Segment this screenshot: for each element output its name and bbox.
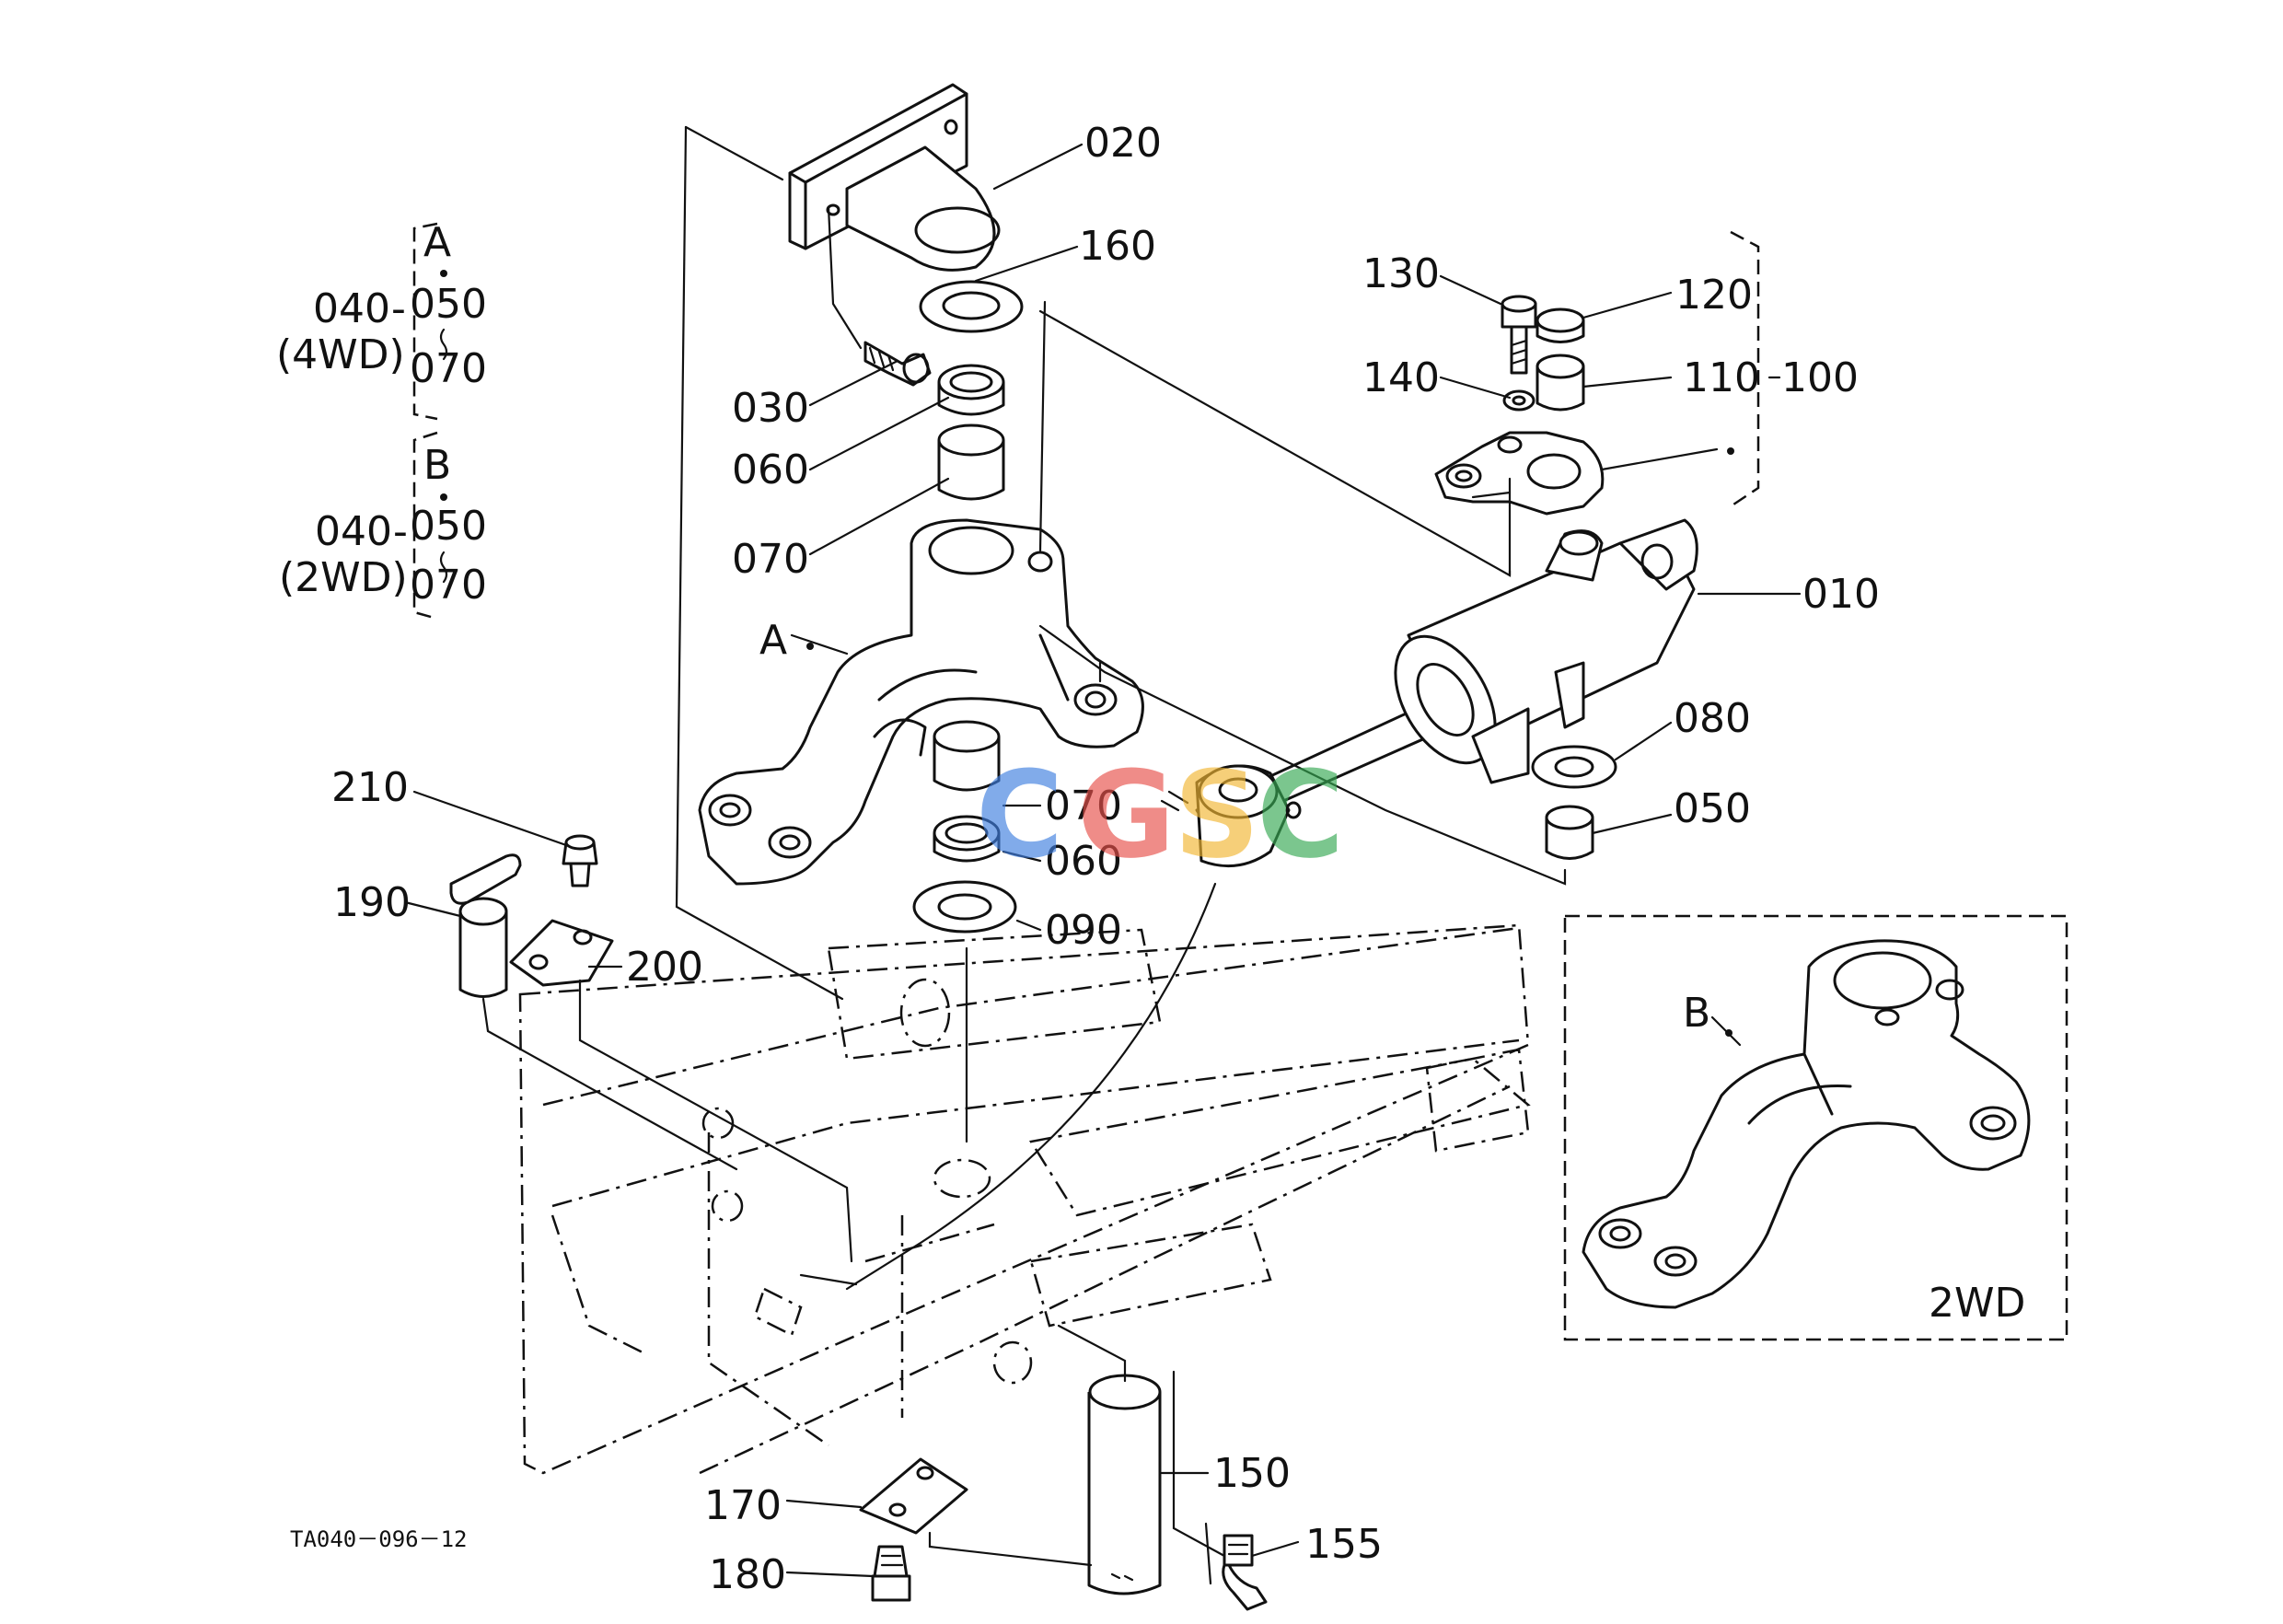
label-010: 010	[1802, 571, 1880, 618]
part-190-pin	[449, 853, 522, 998]
part-090-thrust-washer	[912, 880, 1017, 934]
watermark-letter-1: C	[976, 745, 1063, 885]
label-030: 030	[732, 385, 809, 432]
label-050: 050	[1674, 785, 1751, 832]
legend-a-letter: A	[423, 219, 451, 266]
leader-lines	[403, 143, 1802, 1578]
label-160: 160	[1079, 223, 1156, 270]
legend-b-bottom: 070	[410, 562, 487, 609]
bracket-100-group	[1730, 230, 1760, 508]
label-120: 120	[1675, 272, 1753, 319]
part-050-bushing	[1545, 805, 1594, 860]
legend-a-variant: (4WD)	[276, 331, 405, 378]
label-070: 070	[732, 536, 809, 583]
part-060-seal-top	[937, 364, 1005, 416]
label-200: 200	[626, 944, 703, 991]
legend-b-code: 040	[315, 508, 392, 555]
part-labels: 020 160 030 060 070 130 120 140 110 100 …	[331, 120, 2025, 1598]
label-210: 210	[331, 764, 409, 811]
part-100-cylinder-bracket	[1434, 431, 1605, 516]
label-170: 170	[704, 1482, 782, 1529]
legend-a-bottom: 070	[410, 345, 487, 392]
label-180: 180	[709, 1551, 786, 1598]
label-2wd: 2WD	[1929, 1280, 2025, 1327]
label-080: 080	[1674, 695, 1751, 742]
label-130: 130	[1362, 250, 1440, 297]
legend-a-top: 050	[410, 281, 487, 328]
part-120-cap	[1536, 307, 1585, 343]
label-110: 110	[1683, 354, 1760, 401]
legend-a-code: 040	[313, 285, 390, 332]
part-200-plate	[509, 919, 614, 987]
legend-group-b: B 040 - 050 (2WD) 070	[279, 431, 487, 621]
label-020: 020	[1084, 120, 1162, 167]
part-040-knuckle-arm-a	[698, 518, 1144, 886]
label-090: 090	[1045, 907, 1122, 954]
svg-text:-: -	[393, 508, 408, 555]
assembly-lines	[481, 125, 1567, 1585]
part-170-plate	[859, 1457, 968, 1535]
watermark-letter-4: C	[1257, 745, 1344, 885]
part-030-bolt	[863, 341, 932, 387]
watermark-letter-3: S	[1174, 745, 1260, 885]
part-160-seal	[919, 280, 1024, 333]
inset-2wd	[1563, 914, 2069, 1341]
part-060-seal-bottom	[933, 815, 1001, 863]
part-070-bushing-top	[937, 423, 1005, 501]
label-150: 150	[1213, 1450, 1291, 1497]
svg-text:-: -	[391, 285, 406, 332]
part-150-pin	[1087, 1374, 1162, 1595]
part-130-bolt	[1501, 295, 1537, 375]
legend-b-variant: (2WD)	[279, 554, 408, 601]
part-140-washer	[1502, 389, 1536, 412]
legend-group-a: A 040 - 050 (4WD) 070	[276, 219, 487, 421]
label-a: A	[759, 617, 787, 664]
label-155: 155	[1305, 1521, 1383, 1568]
drawing-code: TA040－096－12	[290, 1526, 468, 1552]
label-060-bottom: 060	[1045, 838, 1122, 885]
front-axle-frame	[518, 923, 1531, 1475]
label-b: B	[1683, 990, 1710, 1037]
label-140: 140	[1362, 354, 1440, 401]
label-100: 100	[1781, 354, 1859, 401]
part-020-bracket	[788, 83, 1001, 272]
watermark-logo: C G S C	[976, 745, 1344, 885]
label-070-bottom: 070	[1045, 783, 1122, 829]
part-010-steering-cylinder	[1160, 518, 1698, 868]
legend-b-letter: B	[423, 442, 451, 489]
part-210-grease-nipple	[562, 834, 598, 887]
part-080-washer	[1531, 745, 1617, 789]
watermark-letter-2: G	[1077, 745, 1176, 885]
legend-b-top: 050	[410, 503, 487, 550]
part-110-bushing	[1536, 354, 1585, 412]
part-180-grease-nipple	[871, 1545, 911, 1602]
part-155-grease-nipple	[1222, 1534, 1268, 1611]
part-070-bushing-bottom	[933, 720, 1001, 792]
label-060: 060	[732, 447, 809, 493]
label-190: 190	[333, 879, 411, 926]
